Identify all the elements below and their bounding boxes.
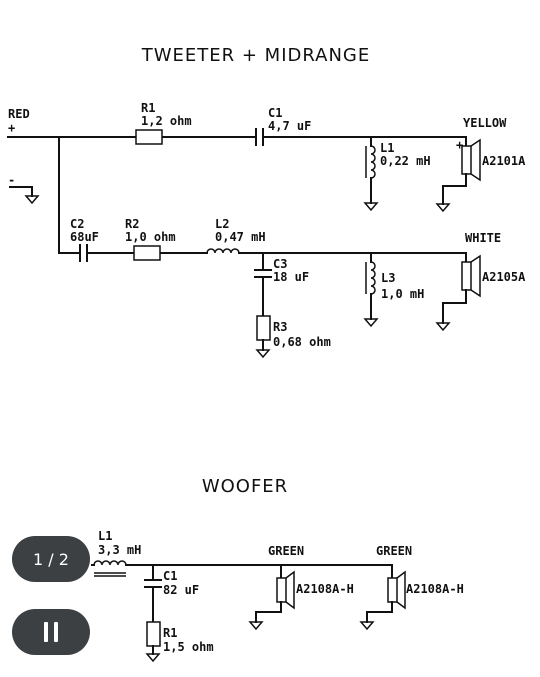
c1-name: C1 [268, 106, 282, 120]
l2-inductor [206, 248, 242, 254]
woofer-2-speaker [359, 564, 406, 631]
woofer-r1-name: R1 [163, 626, 177, 640]
r3-value: 0,68 ohm [273, 335, 331, 349]
l2-name: L2 [215, 217, 229, 231]
l2-value: 0,47 mH [215, 230, 266, 244]
input-plus-label: + [8, 121, 15, 135]
svg-text:+: + [456, 138, 463, 152]
midrange-color-label: WHITE [465, 231, 501, 245]
tweeter-speaker: + [435, 136, 481, 213]
c3-name: C3 [273, 257, 287, 271]
c2-name: C2 [70, 217, 84, 231]
woofer-l1-name: L1 [98, 529, 112, 543]
c2-capacitor [79, 244, 88, 262]
woofer-c1-value: 82 uF [163, 583, 199, 597]
woofer-2-model-label: A2108A-H [406, 582, 464, 596]
r1-resistor [135, 129, 163, 145]
pause-button[interactable] [12, 609, 90, 655]
r2-name: R2 [125, 217, 139, 231]
woofer-2-color-label: GREEN [376, 544, 412, 558]
input-minus-label: - [8, 173, 15, 187]
woofer-c1-name: C1 [163, 569, 177, 583]
r2-value: 1,0 ohm [125, 230, 176, 244]
c3-capacitor [254, 252, 272, 317]
midrange-model-label: A2105A [482, 270, 526, 284]
c3-value: 18 uF [273, 270, 309, 284]
top-signal-wire [7, 136, 467, 254]
c1-capacitor [255, 128, 264, 146]
woofer-title: WOOFER [202, 476, 288, 497]
l1-value: 0,22 mH [380, 154, 431, 168]
tweeter-color-label: YELLOW [463, 116, 507, 130]
r3-resistor [255, 315, 271, 359]
woofer-l1-value: 3,3 mH [98, 543, 141, 557]
r2-resistor [133, 245, 161, 261]
input-red-label: RED [8, 107, 30, 121]
woofer-r1-resistor [145, 621, 161, 663]
page-indicator-text: 1 / 2 [33, 549, 69, 569]
tweeter-midrange-title: TWEETER + MIDRANGE [141, 45, 371, 66]
midrange-speaker [435, 252, 481, 332]
c2-value: 68uF [70, 230, 99, 244]
woofer-1-model-label: A2108A-H [296, 582, 354, 596]
woofer-c1-capacitor [144, 564, 162, 623]
woofer-1-color-label: GREEN [268, 544, 304, 558]
l3-inductor [363, 252, 379, 328]
tweeter-model-label: A2101A [482, 154, 526, 168]
page-indicator: 1 / 2 [12, 536, 90, 582]
woofer-l1-inductor [93, 560, 127, 577]
pause-icon-left-bar [44, 622, 48, 642]
l1-name: L1 [380, 141, 394, 155]
woofer-1-speaker [248, 564, 295, 631]
c1-value: 4,7 uF [268, 119, 311, 133]
input-ground [9, 186, 40, 205]
r3-name: R3 [273, 320, 287, 334]
l3-value: 1,0 mH [381, 287, 424, 301]
pause-icon-right-bar [54, 622, 58, 642]
woofer-r1-value: 1,5 ohm [163, 640, 214, 654]
l1-inductor [363, 136, 379, 212]
r1-value: 1,2 ohm [141, 114, 192, 128]
r1-name: R1 [141, 101, 155, 115]
l3-name: L3 [381, 271, 395, 285]
